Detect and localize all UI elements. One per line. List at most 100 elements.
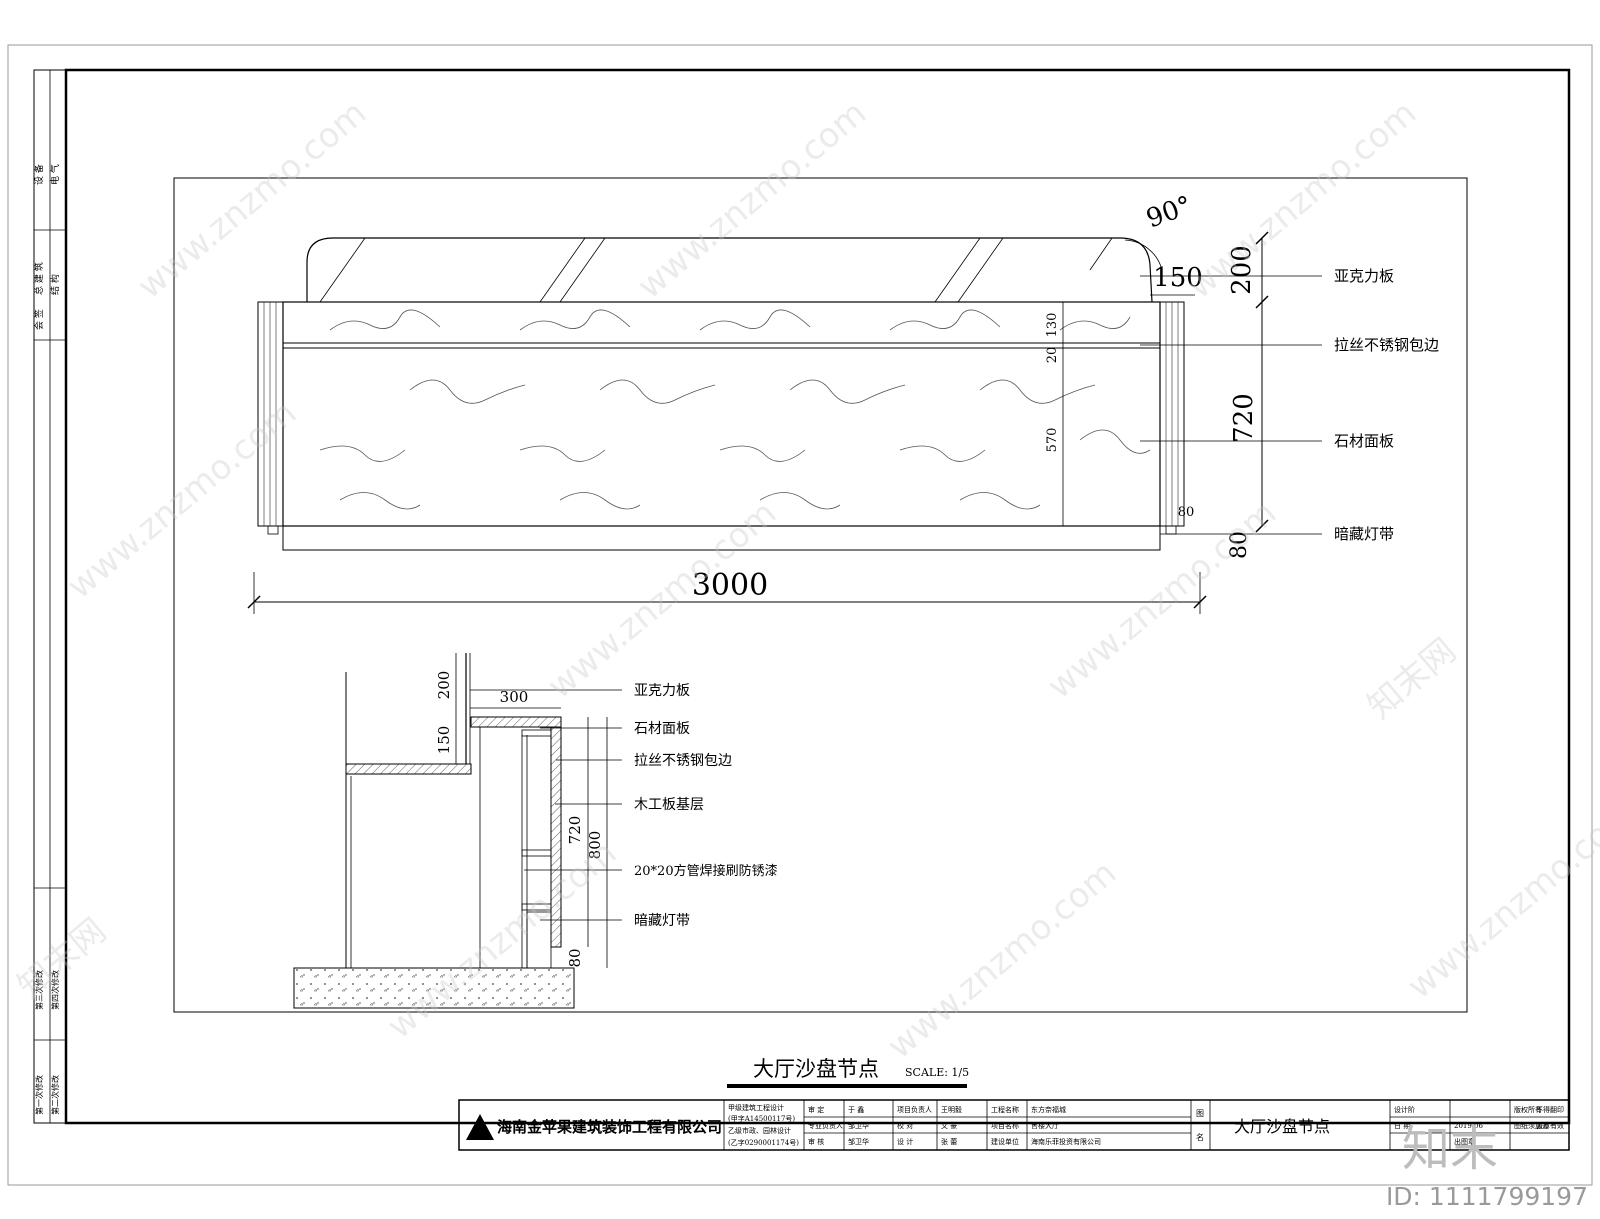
- id-text: ID: 1111799197: [1386, 1182, 1588, 1211]
- company-logo-icon: [466, 1114, 494, 1140]
- strip-text-low2: 第四次修改: [50, 970, 60, 1010]
- title-text: 大厅沙盘节点: [753, 1057, 879, 1081]
- role2-1-name: 王明毅: [941, 1105, 962, 1114]
- sec-dim-720: 720: [566, 816, 584, 845]
- base-plinth: [282, 525, 1161, 551]
- right-4: 版权所有: [1514, 1105, 1542, 1114]
- drawing-title: 大厅沙盘节点 SCALE: 1/5: [727, 1057, 969, 1088]
- role-2-name: 邹卫华: [848, 1121, 869, 1130]
- marble-veins: [319, 309, 1151, 510]
- company-name: 海南金苹果建筑装饰工程有限公司: [497, 1118, 722, 1136]
- role-1: 审 定: [808, 1105, 824, 1114]
- sec-label-steel-tube: 20*20方管焊接刷防锈漆: [634, 863, 778, 879]
- project-value-2: 售楼大厅: [1031, 1121, 1059, 1130]
- sec-label-plywood: 木工板基层: [634, 796, 704, 813]
- elevation-view: 3000 720 200 150 90° 20 130 570 80 80 亚克…: [247, 191, 1439, 614]
- front-panel: [550, 726, 562, 948]
- right-2: 日 期: [1394, 1122, 1410, 1130]
- cert-3: 乙级市政、园林设计: [728, 1126, 791, 1135]
- top-ledge: [470, 716, 562, 728]
- dim-total-width: 3000: [692, 568, 768, 603]
- project-key-1: 工程名称: [991, 1105, 1019, 1114]
- dim-base-inner: 80: [1178, 505, 1195, 520]
- lower-ledge: [345, 763, 472, 775]
- scale-text: SCALE: 1/5: [905, 1066, 969, 1079]
- title-block: 海南金苹果建筑装饰工程有限公司 甲级建筑工程设计 (甲字A14500117号) …: [458, 1099, 1570, 1151]
- watermark-6: www.znzmo.com: [1040, 493, 1284, 707]
- project-value-1: 东方奈福城: [1031, 1105, 1066, 1114]
- role-1-name: 于 鑫: [848, 1105, 864, 1114]
- cert-2: (甲字A14500117号): [728, 1114, 795, 1123]
- strip-text-bot2: 第二次修改: [50, 1075, 60, 1115]
- role-3: 审 核: [808, 1137, 824, 1146]
- dim-base-outer: 80: [1227, 531, 1252, 559]
- sec-dim-150: 150: [435, 726, 453, 755]
- detail-viewport: [173, 177, 1468, 1013]
- elev-label-stone: 石材面板: [1334, 432, 1394, 450]
- sec-label-steel-edge: 拉丝不锈钢包边: [634, 753, 732, 769]
- floor-slab: [293, 967, 575, 1009]
- role2-2: 校 对: [897, 1121, 913, 1130]
- figure-name: 大厅沙盘节点: [1234, 1117, 1330, 1136]
- dim-strip: 20: [1045, 347, 1060, 364]
- strip-text-bot1: 第一次修改: [34, 1075, 44, 1115]
- brand-logo: 知末: [1402, 1121, 1498, 1177]
- right-5: 不得翻印: [1536, 1105, 1564, 1114]
- sec-dim-300: 300: [500, 688, 529, 706]
- strip-text-low1: 第三次修改: [34, 970, 44, 1010]
- drawing-frame: [64, 68, 1571, 1125]
- project-value-3: 海南乐菲投资有限公司: [1031, 1137, 1101, 1146]
- sec-dim-200: 200: [435, 671, 453, 700]
- role-2: 专业负责人: [808, 1121, 843, 1130]
- figure-label-1: 图: [1196, 1109, 1204, 1118]
- strip-text-mid3: 会 签: [33, 309, 45, 330]
- elev-label-acrylic: 亚克力板: [1334, 267, 1394, 285]
- acrylic-board: [306, 237, 1153, 303]
- dim-height: 720: [1229, 393, 1259, 443]
- stone-body: [282, 301, 1161, 527]
- watermark-1: www.znzmo.com: [130, 93, 374, 307]
- right-1: 设计阶: [1394, 1105, 1415, 1114]
- acrylic-hatch: [319, 237, 1113, 303]
- figure-label-2: 名: [1196, 1132, 1204, 1142]
- sec-dim-80: 80: [566, 948, 584, 967]
- watermark-8: www.znzmo.com: [880, 853, 1124, 1067]
- project-key-2: 项目名称: [991, 1121, 1019, 1130]
- role2-2-name: 文 豪: [941, 1121, 957, 1130]
- elev-label-steel-edge: 拉丝不锈钢包边: [1334, 336, 1439, 354]
- right-7: 出图章: [1454, 1137, 1475, 1146]
- sec-label-acrylic: 亚克力板: [634, 683, 690, 699]
- strip-text-mid2: 结 构: [49, 274, 61, 295]
- sec-label-light-strip: 暗藏灯带: [634, 913, 690, 929]
- watermark-7: www.znzmo.com: [380, 833, 624, 1047]
- dim-band: 130: [1045, 313, 1060, 338]
- cert-4: (乙字0290001174号): [728, 1138, 799, 1147]
- strip-text-top1: 设 备: [33, 164, 45, 185]
- angle-label: 90°: [1142, 191, 1196, 235]
- role2-3: 设 计: [897, 1137, 913, 1146]
- role2-1: 项目负责人: [897, 1105, 932, 1114]
- project-key-3: 建设单位: [991, 1137, 1019, 1146]
- strip-text-top2: 电 气: [49, 164, 61, 185]
- right-6: 图纸须加盖: [1514, 1121, 1549, 1130]
- sheet-edge: [7, 44, 1593, 1186]
- role-3-name: 邹卫华: [848, 1137, 869, 1146]
- right-8: 盖章有效: [1536, 1121, 1564, 1130]
- elev-label-light-strip: 暗藏灯带: [1334, 525, 1394, 543]
- cert-1: 甲级建筑工程设计: [728, 1103, 784, 1112]
- watermark-2: www.znzmo.com: [630, 93, 874, 307]
- sec-label-stone: 石材面板: [634, 721, 690, 737]
- left-sign-strip: 设 备 电 气 总 建 筑 结 构 会 签 第三次修改 第四次修改 第一次修改 …: [33, 69, 67, 1124]
- watermark-4: www.znzmo.com: [60, 393, 304, 607]
- right-3: 2019.06: [1454, 1122, 1483, 1130]
- section-view: 200 300 150 720 800 80 亚克力板 石材面板 拉丝不锈钢包边…: [293, 653, 778, 1009]
- dim-top: 200: [1227, 245, 1257, 295]
- dim-body: 570: [1045, 428, 1060, 453]
- strip-text-mid1: 总 建 筑: [33, 262, 45, 295]
- watermark-11: 知末网: [10, 911, 114, 1007]
- watermark-10: 知末网: [1360, 631, 1464, 727]
- watermarks: www.znzmo.com www.znzmo.com www.znzmo.co…: [10, 93, 1600, 1067]
- sec-dim-800: 800: [586, 831, 604, 860]
- role2-3-name: 张 蕾: [941, 1137, 957, 1146]
